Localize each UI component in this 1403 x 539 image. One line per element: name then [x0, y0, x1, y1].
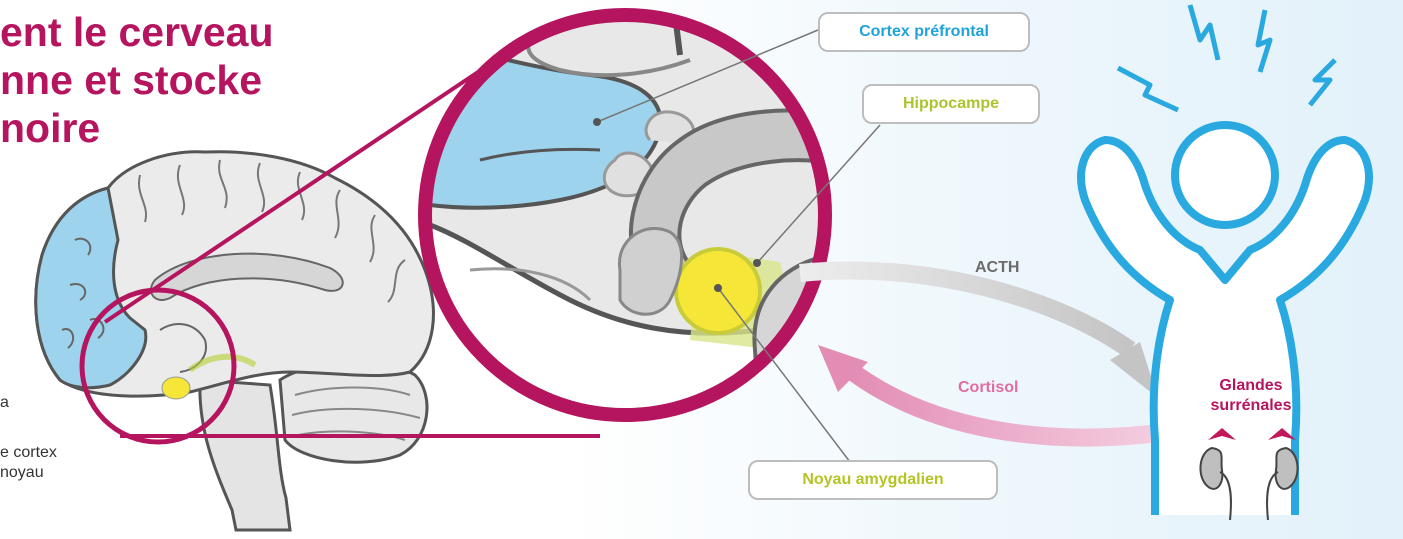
head	[1175, 125, 1275, 225]
label-noyau-amygdalien: Noyau amygdalien	[748, 460, 998, 500]
small-amygdala	[162, 377, 190, 399]
label-glandes-line: Glandes	[1190, 376, 1312, 396]
label-cortex-prefrontal: Cortex préfrontal	[818, 12, 1030, 52]
kidney-icon	[1200, 448, 1222, 489]
stress-lightning-icon	[1118, 5, 1335, 110]
dot-cortex	[593, 118, 601, 126]
page-title: ent le cerveau nne et stocke noire	[0, 8, 274, 152]
label-glandes-line: surrénales	[1190, 396, 1312, 416]
dot-amygdale	[714, 284, 722, 292]
acth-arrow	[800, 271, 1130, 350]
title-line: noire	[0, 104, 274, 152]
label-glandes-surrenales: Glandes surrénales	[1190, 376, 1312, 416]
side-text-fragment: e cortex	[0, 443, 57, 463]
label-cortisol: Cortisol	[958, 379, 1018, 397]
title-line: nne et stocke	[0, 56, 274, 104]
side-text-fragment: noyau	[0, 463, 44, 483]
label-hippocampe: Hippocampe	[862, 84, 1040, 124]
brain-illustration	[36, 152, 434, 530]
kidney-icon	[1276, 448, 1298, 489]
label-acth: ACTH	[975, 259, 1019, 277]
dot-hippocampe	[753, 259, 761, 267]
title-line: ent le cerveau	[0, 8, 274, 56]
brainstem	[200, 380, 290, 530]
side-text-fragment: a	[0, 393, 9, 413]
